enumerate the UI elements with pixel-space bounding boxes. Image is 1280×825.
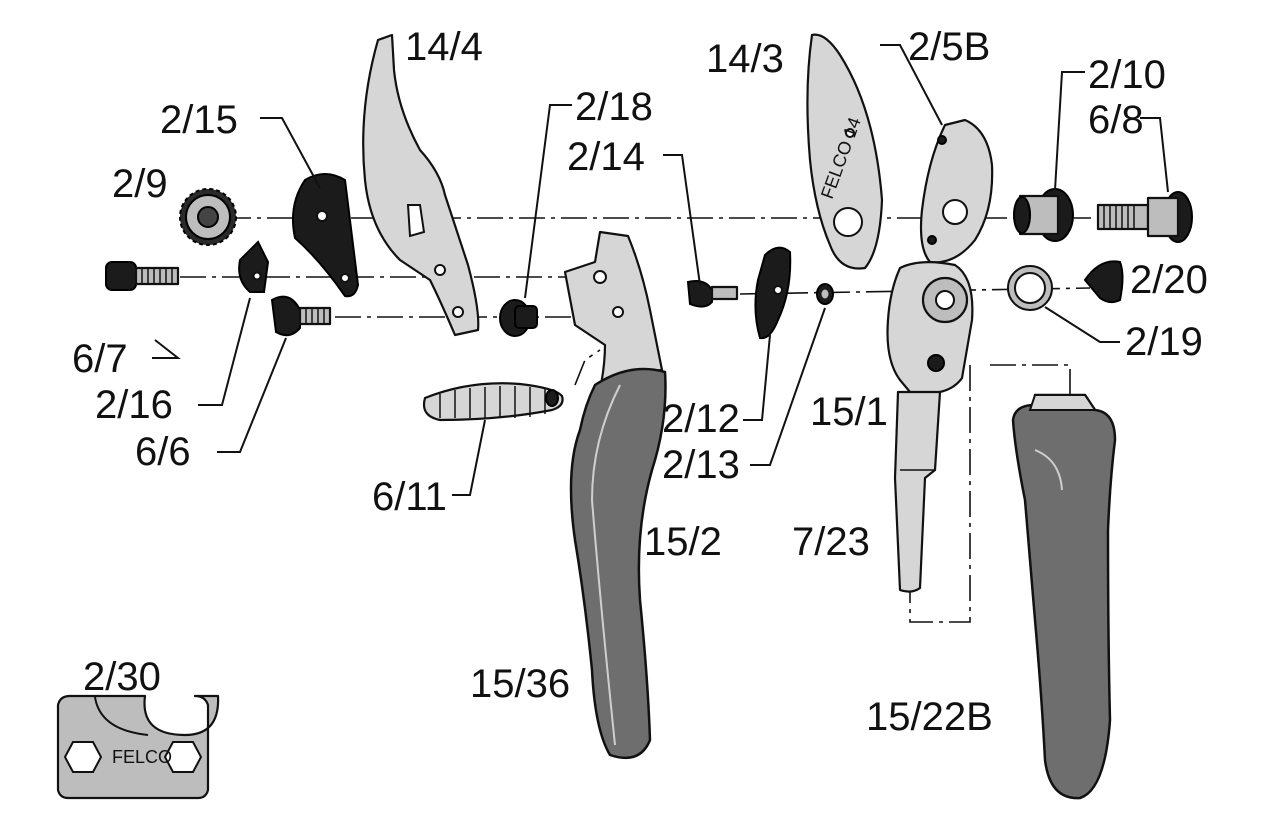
spanner-engraving: FELCO	[112, 747, 172, 767]
label-6-7: 6/7	[72, 337, 128, 381]
anvil-blade-hole	[833, 207, 863, 237]
label-14-3: 14/3	[706, 37, 784, 81]
label-2-16: 2/16	[95, 383, 173, 427]
handle-frame-15-1	[886, 261, 974, 395]
label-2-10: 2/10	[1088, 53, 1166, 97]
plate-2-15-hole-2	[340, 273, 350, 283]
handle-hole	[593, 270, 607, 284]
plate-2-15-hole	[316, 210, 328, 222]
lever-2-12	[754, 246, 792, 340]
screw-2-14	[686, 280, 739, 308]
label-2-14: 2/14	[567, 135, 645, 179]
leader-lines	[152, 44, 1169, 496]
bushing-2-18	[499, 299, 538, 337]
grip-15-22B	[1011, 393, 1117, 800]
label-2-20: 2/20	[1130, 258, 1208, 302]
part-labels: 14/4 14/3 2/5B 2/10 6/8 2/15 2/18 2/14 2…	[72, 25, 1208, 739]
handle-hole-2	[612, 306, 624, 318]
bolt-6-7	[105, 261, 180, 291]
label-2-30: 2/30	[83, 655, 161, 699]
ring-2-19	[1007, 265, 1053, 311]
blade-14-4-hole-lower	[452, 306, 464, 318]
label-6-6: 6/6	[135, 430, 191, 474]
axis-handle	[909, 364, 1071, 623]
blade-14-4	[362, 33, 480, 337]
cap-2-20	[1083, 260, 1124, 304]
spanner-2-30: FELCO	[56, 694, 220, 800]
blade-14-4-pivot-hole	[406, 204, 426, 238]
label-6-11: 6/11	[372, 475, 447, 519]
label-14-4: 14/4	[405, 25, 483, 69]
axis-spring	[574, 349, 601, 386]
jaw-plate-pin	[937, 135, 947, 145]
screw-6-6	[270, 295, 332, 337]
anvil-blade-14-3	[806, 33, 884, 270]
label-2-19: 2/19	[1125, 320, 1203, 364]
label-15-2: 15/2	[644, 520, 722, 564]
bolt-6-8	[1096, 191, 1193, 243]
label-2-9: 2/9	[112, 162, 168, 206]
plate-2-15	[292, 173, 360, 298]
ratchet-hole	[252, 271, 262, 281]
label-6-8: 6/8	[1088, 98, 1144, 142]
frame-pivot-hole	[935, 290, 955, 310]
label-15-1: 15/1	[810, 390, 888, 434]
lever-hole	[773, 285, 783, 295]
ratchet-2-16	[238, 240, 270, 293]
label-2-15: 2/15	[160, 98, 238, 142]
label-15-22B: 15/22B	[866, 695, 993, 739]
jaw-plate-2-5B	[919, 118, 994, 264]
label-2-5B: 2/5B	[908, 25, 990, 69]
label-2-13: 2/13	[662, 443, 740, 487]
label-2-12: 2/12	[662, 397, 740, 441]
label-7-23: 7/23	[792, 520, 870, 564]
anvil-blade-hole-small	[845, 128, 855, 138]
sleeve-2-10	[1013, 188, 1074, 242]
label-15-36: 15/36	[470, 662, 570, 706]
jaw-plate-pin-2	[927, 235, 937, 245]
label-2-18: 2/18	[575, 85, 653, 129]
jaw-plate-hole	[942, 199, 968, 225]
blade-14-4-hole	[434, 264, 446, 276]
spring-6-11	[422, 382, 564, 422]
frame-pin	[927, 354, 945, 372]
gear-nut-2-9	[179, 188, 237, 246]
rod-7-23	[893, 390, 942, 593]
